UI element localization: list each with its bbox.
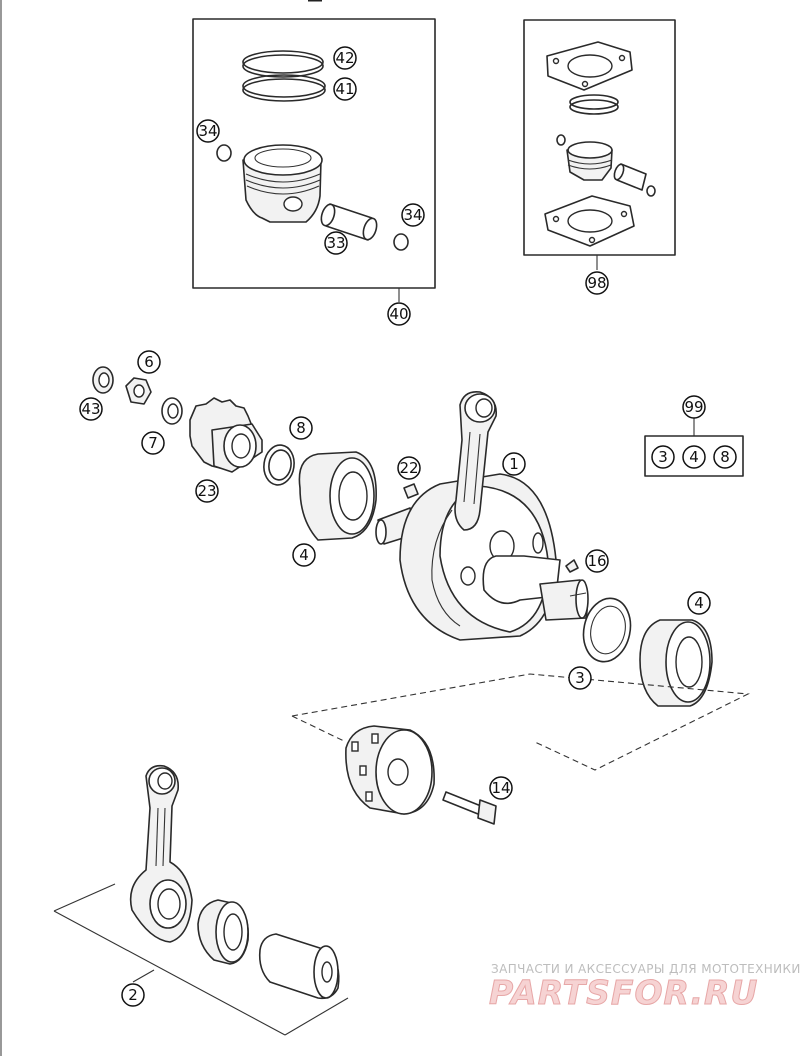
- crankshaft-1: [375, 473, 589, 641]
- kit-99-box: [644, 418, 744, 477]
- callout-42: 42: [333, 46, 357, 70]
- small-piston-rings: [569, 94, 619, 115]
- needle-bearing: [197, 899, 250, 965]
- callout-43: 43: [79, 397, 103, 421]
- kit-99-item-4: 4: [682, 445, 706, 469]
- bearing-4-right: [639, 619, 713, 707]
- svg-text:23: 23: [197, 482, 216, 500]
- callout-7: 7: [141, 431, 165, 455]
- svg-text:98: 98: [587, 274, 606, 292]
- svg-text:3: 3: [575, 669, 585, 687]
- gasket-set-box: [523, 19, 676, 270]
- svg-text:43: 43: [81, 400, 100, 418]
- bearing-4-left: [298, 451, 377, 541]
- piston-kit-box: [192, 18, 436, 302]
- small-piston-pin: [613, 163, 647, 191]
- circlip-34-right: [393, 233, 409, 251]
- svg-text:2: 2: [128, 986, 138, 1004]
- piston-ring-41: [242, 74, 326, 102]
- callout-2: 2: [121, 983, 145, 1007]
- svg-text:41: 41: [335, 80, 354, 98]
- piston-ring-42: [242, 50, 324, 78]
- svg-text:4: 4: [299, 546, 309, 564]
- svg-text:40: 40: [389, 305, 408, 323]
- svg-text:8: 8: [296, 419, 306, 437]
- svg-text:16: 16: [587, 552, 606, 570]
- callout-34-left: 34: [196, 119, 220, 143]
- crank-pin: [258, 933, 340, 1000]
- callout-6: 6: [137, 350, 161, 374]
- svg-text:8: 8: [720, 448, 730, 466]
- svg-text:3: 3: [658, 448, 668, 466]
- small-circlip-left: [556, 134, 566, 146]
- callout-14: 14: [489, 776, 513, 800]
- key-22: [403, 483, 419, 499]
- svg-text:42: 42: [335, 49, 354, 67]
- callout-8: 8: [289, 416, 313, 440]
- watermark-brand: PARTSFOR.RU: [489, 973, 758, 1012]
- svg-text:7: 7: [148, 434, 158, 452]
- callout-99: 99: [682, 395, 706, 419]
- connecting-rod-2: [129, 764, 193, 943]
- svg-text:33: 33: [326, 234, 345, 252]
- callout-23: 23: [195, 479, 219, 503]
- conrod-kit-outline: [53, 883, 349, 1036]
- callout-98: 98: [585, 271, 609, 295]
- washer-7: [161, 397, 183, 425]
- kit-99-item-3: 3: [651, 445, 675, 469]
- callout-33: 33: [324, 231, 348, 255]
- svg-text:34: 34: [403, 206, 422, 224]
- connecting-rod-on-crank: [454, 390, 497, 531]
- piston: [242, 144, 323, 223]
- svg-text:6: 6: [144, 353, 154, 371]
- circlip-34-left: [216, 144, 232, 162]
- dashed-assembly-outline: [291, 673, 750, 771]
- callout-4-right: 4: [687, 591, 711, 615]
- bolt-14: [442, 791, 497, 825]
- callout-4-left: 4: [292, 543, 316, 567]
- piston-pin-33: [320, 203, 378, 241]
- watermark-tagline: ЗАПЧАСТИ И АКСЕССУАРЫ ДЛЯ МОТОТЕХНИКИ: [491, 962, 800, 976]
- head-gasket: [546, 41, 633, 91]
- svg-text:99: 99: [684, 398, 703, 416]
- base-gasket: [544, 195, 635, 247]
- shim-3: [582, 597, 632, 663]
- svg-text:14: 14: [491, 779, 510, 797]
- callout-1: 1: [502, 452, 526, 476]
- svg-text:4: 4: [689, 448, 699, 466]
- watermark: ЗАПЧАСТИ И АКСЕССУАРЫ ДЛЯ МОТОТЕХНИКИ PA…: [489, 962, 800, 1013]
- callout-40: 40: [387, 302, 411, 326]
- gear-23: [189, 397, 263, 473]
- svg-text:4: 4: [694, 594, 704, 612]
- callout-3: 3: [568, 666, 592, 690]
- kit-99-item-8: 8: [713, 445, 737, 469]
- seal-43: [92, 366, 114, 394]
- small-circlip-right: [646, 185, 656, 197]
- svg-text:34: 34: [198, 122, 217, 140]
- nut-6: [125, 377, 152, 405]
- svg-text:22: 22: [399, 459, 418, 477]
- small-piston: [566, 141, 613, 181]
- callout-34-right: 34: [401, 203, 425, 227]
- key-16: [565, 559, 579, 573]
- callout-16: 16: [585, 549, 609, 573]
- spacer-ring-8: [263, 444, 295, 486]
- flywheel-rotor: [345, 725, 435, 815]
- svg-text:1: 1: [509, 455, 519, 473]
- callout-22: 22: [397, 456, 421, 480]
- callout-41: 41: [333, 77, 357, 101]
